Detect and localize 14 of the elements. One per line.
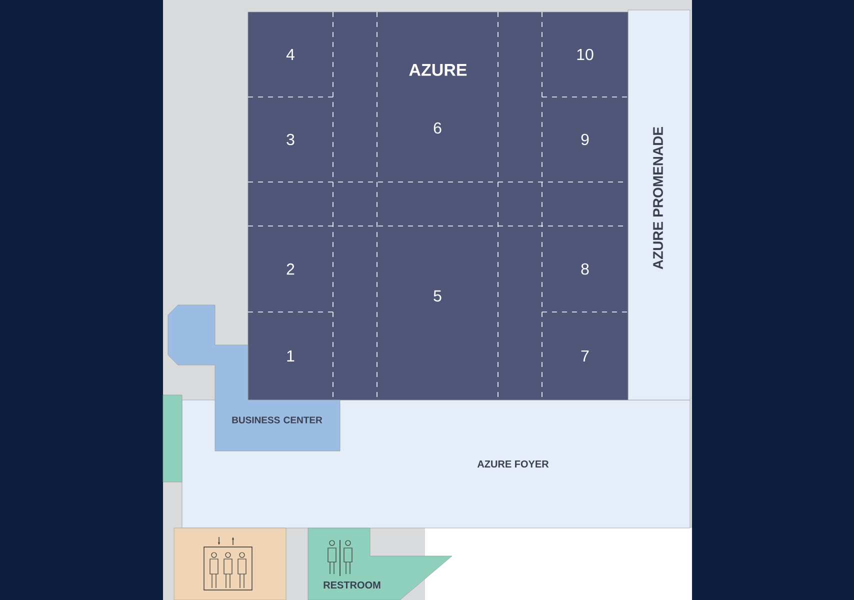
room-section: 4 [286,49,294,60]
restroom-room: RESTROOM [308,528,452,600]
elevator-room [174,528,286,600]
side-room [162,394,182,482]
room-section: 6 [434,122,442,134]
room-section: 7 [581,350,589,362]
room-section: 3 [286,134,294,146]
promenade-area: AZURE PROMENADE [628,10,690,400]
room-section: 8 [581,263,589,275]
room-section: 10 [577,48,594,60]
room-section: 5 [434,290,442,302]
room-section: 1 [287,350,294,362]
room-section: 9 [581,134,589,146]
room-section: 2 [286,263,294,275]
